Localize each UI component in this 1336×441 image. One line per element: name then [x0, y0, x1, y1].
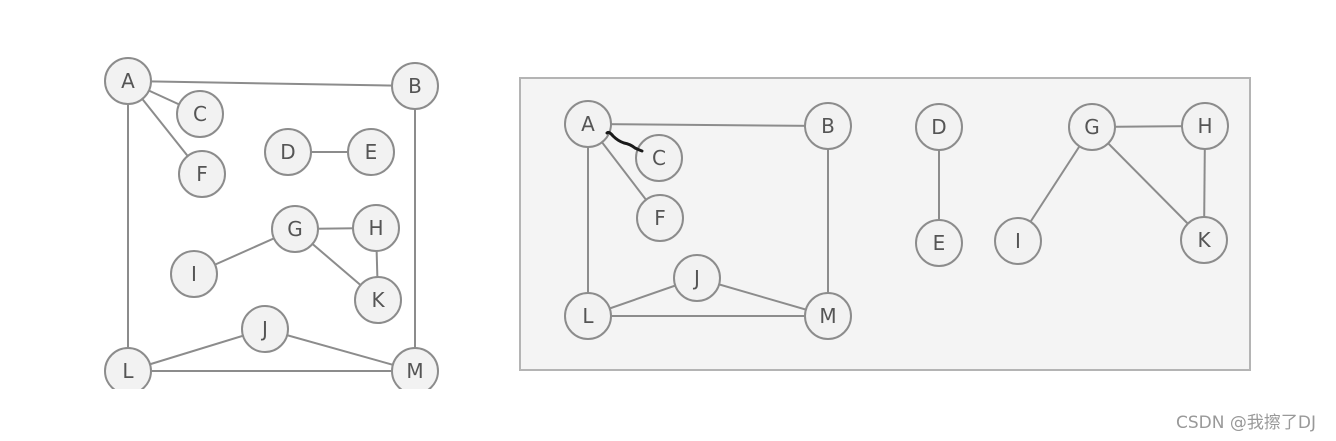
- node-circle: [391, 62, 439, 110]
- node-g: G: [1068, 103, 1116, 151]
- right-graph: A B C D E F G H I J K L M: [564, 100, 1229, 340]
- node-label: F: [196, 162, 208, 186]
- node-circle: [804, 102, 852, 150]
- edge-j-m: [264, 328, 416, 372]
- node-label: C: [652, 146, 666, 170]
- node-circle: [271, 205, 319, 253]
- node-circle: [994, 217, 1042, 265]
- node-circle: [264, 128, 312, 176]
- node-label: C: [193, 102, 207, 126]
- node-circle: [104, 347, 152, 389]
- node-label: E: [365, 140, 378, 164]
- node-d: D: [915, 103, 963, 151]
- node-a: A: [104, 57, 152, 105]
- right-graph-panel: [519, 77, 1251, 371]
- node-label: K: [371, 288, 385, 312]
- node-label: H: [368, 216, 383, 240]
- node-h: H: [1181, 102, 1229, 150]
- node-circle: [176, 90, 224, 138]
- node-label: J: [692, 266, 700, 290]
- node-circle: [915, 219, 963, 267]
- node-circle: [170, 250, 218, 298]
- node-label: I: [1015, 229, 1021, 253]
- left-graph: A B C D E F G H I J K L M: [104, 57, 439, 389]
- edge-a-b: [127, 80, 416, 87]
- node-circle: [564, 100, 612, 148]
- node-label: E: [933, 231, 946, 255]
- node-l: L: [104, 347, 152, 389]
- node-label: M: [406, 359, 423, 383]
- scribble-edge-a-c: [605, 130, 644, 153]
- node-circle: [352, 204, 400, 252]
- node-c: C: [635, 134, 683, 182]
- node-circle: [104, 57, 152, 105]
- node-circle: [804, 292, 852, 340]
- node-b: B: [391, 62, 439, 110]
- node-circle: [1181, 102, 1229, 150]
- node-j: J: [673, 254, 721, 302]
- node-circle: [564, 292, 612, 340]
- node-label: D: [280, 140, 295, 164]
- node-label: F: [654, 206, 666, 230]
- node-circle: [354, 276, 402, 324]
- node-label: H: [1197, 114, 1212, 138]
- node-circle: [635, 134, 683, 182]
- node-label: A: [121, 69, 135, 93]
- node-label: G: [1084, 115, 1100, 139]
- node-e: E: [347, 128, 395, 176]
- node-i: I: [170, 250, 218, 298]
- node-label: J: [260, 317, 268, 341]
- node-label: L: [582, 304, 594, 328]
- node-circle: [1068, 103, 1116, 151]
- node-h: H: [352, 204, 400, 252]
- node-label: B: [408, 74, 422, 98]
- node-circle: [915, 103, 963, 151]
- node-a: A: [564, 100, 612, 148]
- node-label: D: [931, 115, 946, 139]
- node-label: I: [191, 262, 197, 286]
- node-circle: [347, 128, 395, 176]
- node-m: M: [391, 347, 439, 389]
- node-k: K: [1180, 216, 1228, 264]
- node-b: B: [804, 102, 852, 150]
- node-k: K: [354, 276, 402, 324]
- node-label: A: [581, 112, 595, 136]
- node-f: F: [178, 150, 226, 198]
- node-j: J: [241, 305, 289, 353]
- node-l: L: [564, 292, 612, 340]
- node-f: F: [636, 194, 684, 242]
- edge-g-k: [1091, 126, 1205, 241]
- node-label: B: [821, 114, 835, 138]
- node-label: K: [1197, 228, 1211, 252]
- node-c: C: [176, 90, 224, 138]
- node-label: L: [122, 359, 134, 383]
- node-circle: [391, 347, 439, 389]
- node-d: D: [264, 128, 312, 176]
- node-g: G: [271, 205, 319, 253]
- node-label: M: [819, 304, 836, 328]
- node-circle: [178, 150, 226, 198]
- node-circle: [1180, 216, 1228, 264]
- node-m: M: [804, 292, 852, 340]
- edge-a-b: [587, 123, 829, 127]
- watermark: CSDN @我擦了DJ: [1176, 413, 1316, 433]
- node-circle: [673, 254, 721, 302]
- node-circle: [636, 194, 684, 242]
- node-circle: [241, 305, 289, 353]
- node-e: E: [915, 219, 963, 267]
- node-label: G: [287, 217, 303, 241]
- node-i: I: [994, 217, 1042, 265]
